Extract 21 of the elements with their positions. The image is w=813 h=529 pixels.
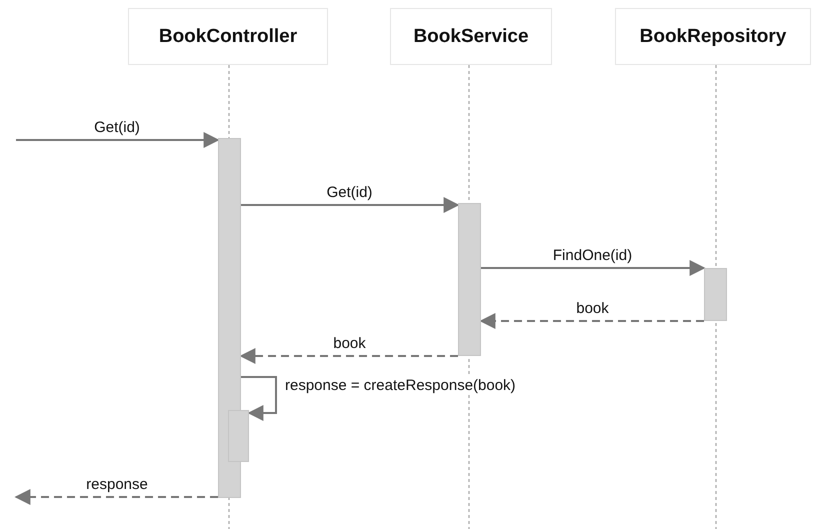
message-arrow xyxy=(16,132,220,148)
message-arrow xyxy=(241,197,460,213)
participant-box xyxy=(390,8,552,65)
message-arrow xyxy=(241,376,277,421)
message-label: Get(id) xyxy=(326,184,374,201)
activation-bar xyxy=(704,268,727,321)
return-arrow xyxy=(14,489,218,505)
message-label: FindOne(id) xyxy=(552,247,634,264)
activation-bar xyxy=(458,203,481,356)
participant-box xyxy=(615,8,811,65)
message-label: response = createResponse(book) xyxy=(284,377,517,394)
message-arrow xyxy=(481,260,706,276)
participant-box xyxy=(128,8,328,65)
activation-bar xyxy=(218,138,241,498)
message-label: Get(id) xyxy=(93,119,141,136)
activation-bar xyxy=(228,410,249,462)
participant-name: BookRepository xyxy=(640,26,786,48)
return-arrow xyxy=(239,348,458,364)
participant-name: BookService xyxy=(413,26,529,48)
return-arrow xyxy=(479,313,704,329)
participant-name: BookController xyxy=(158,26,298,48)
